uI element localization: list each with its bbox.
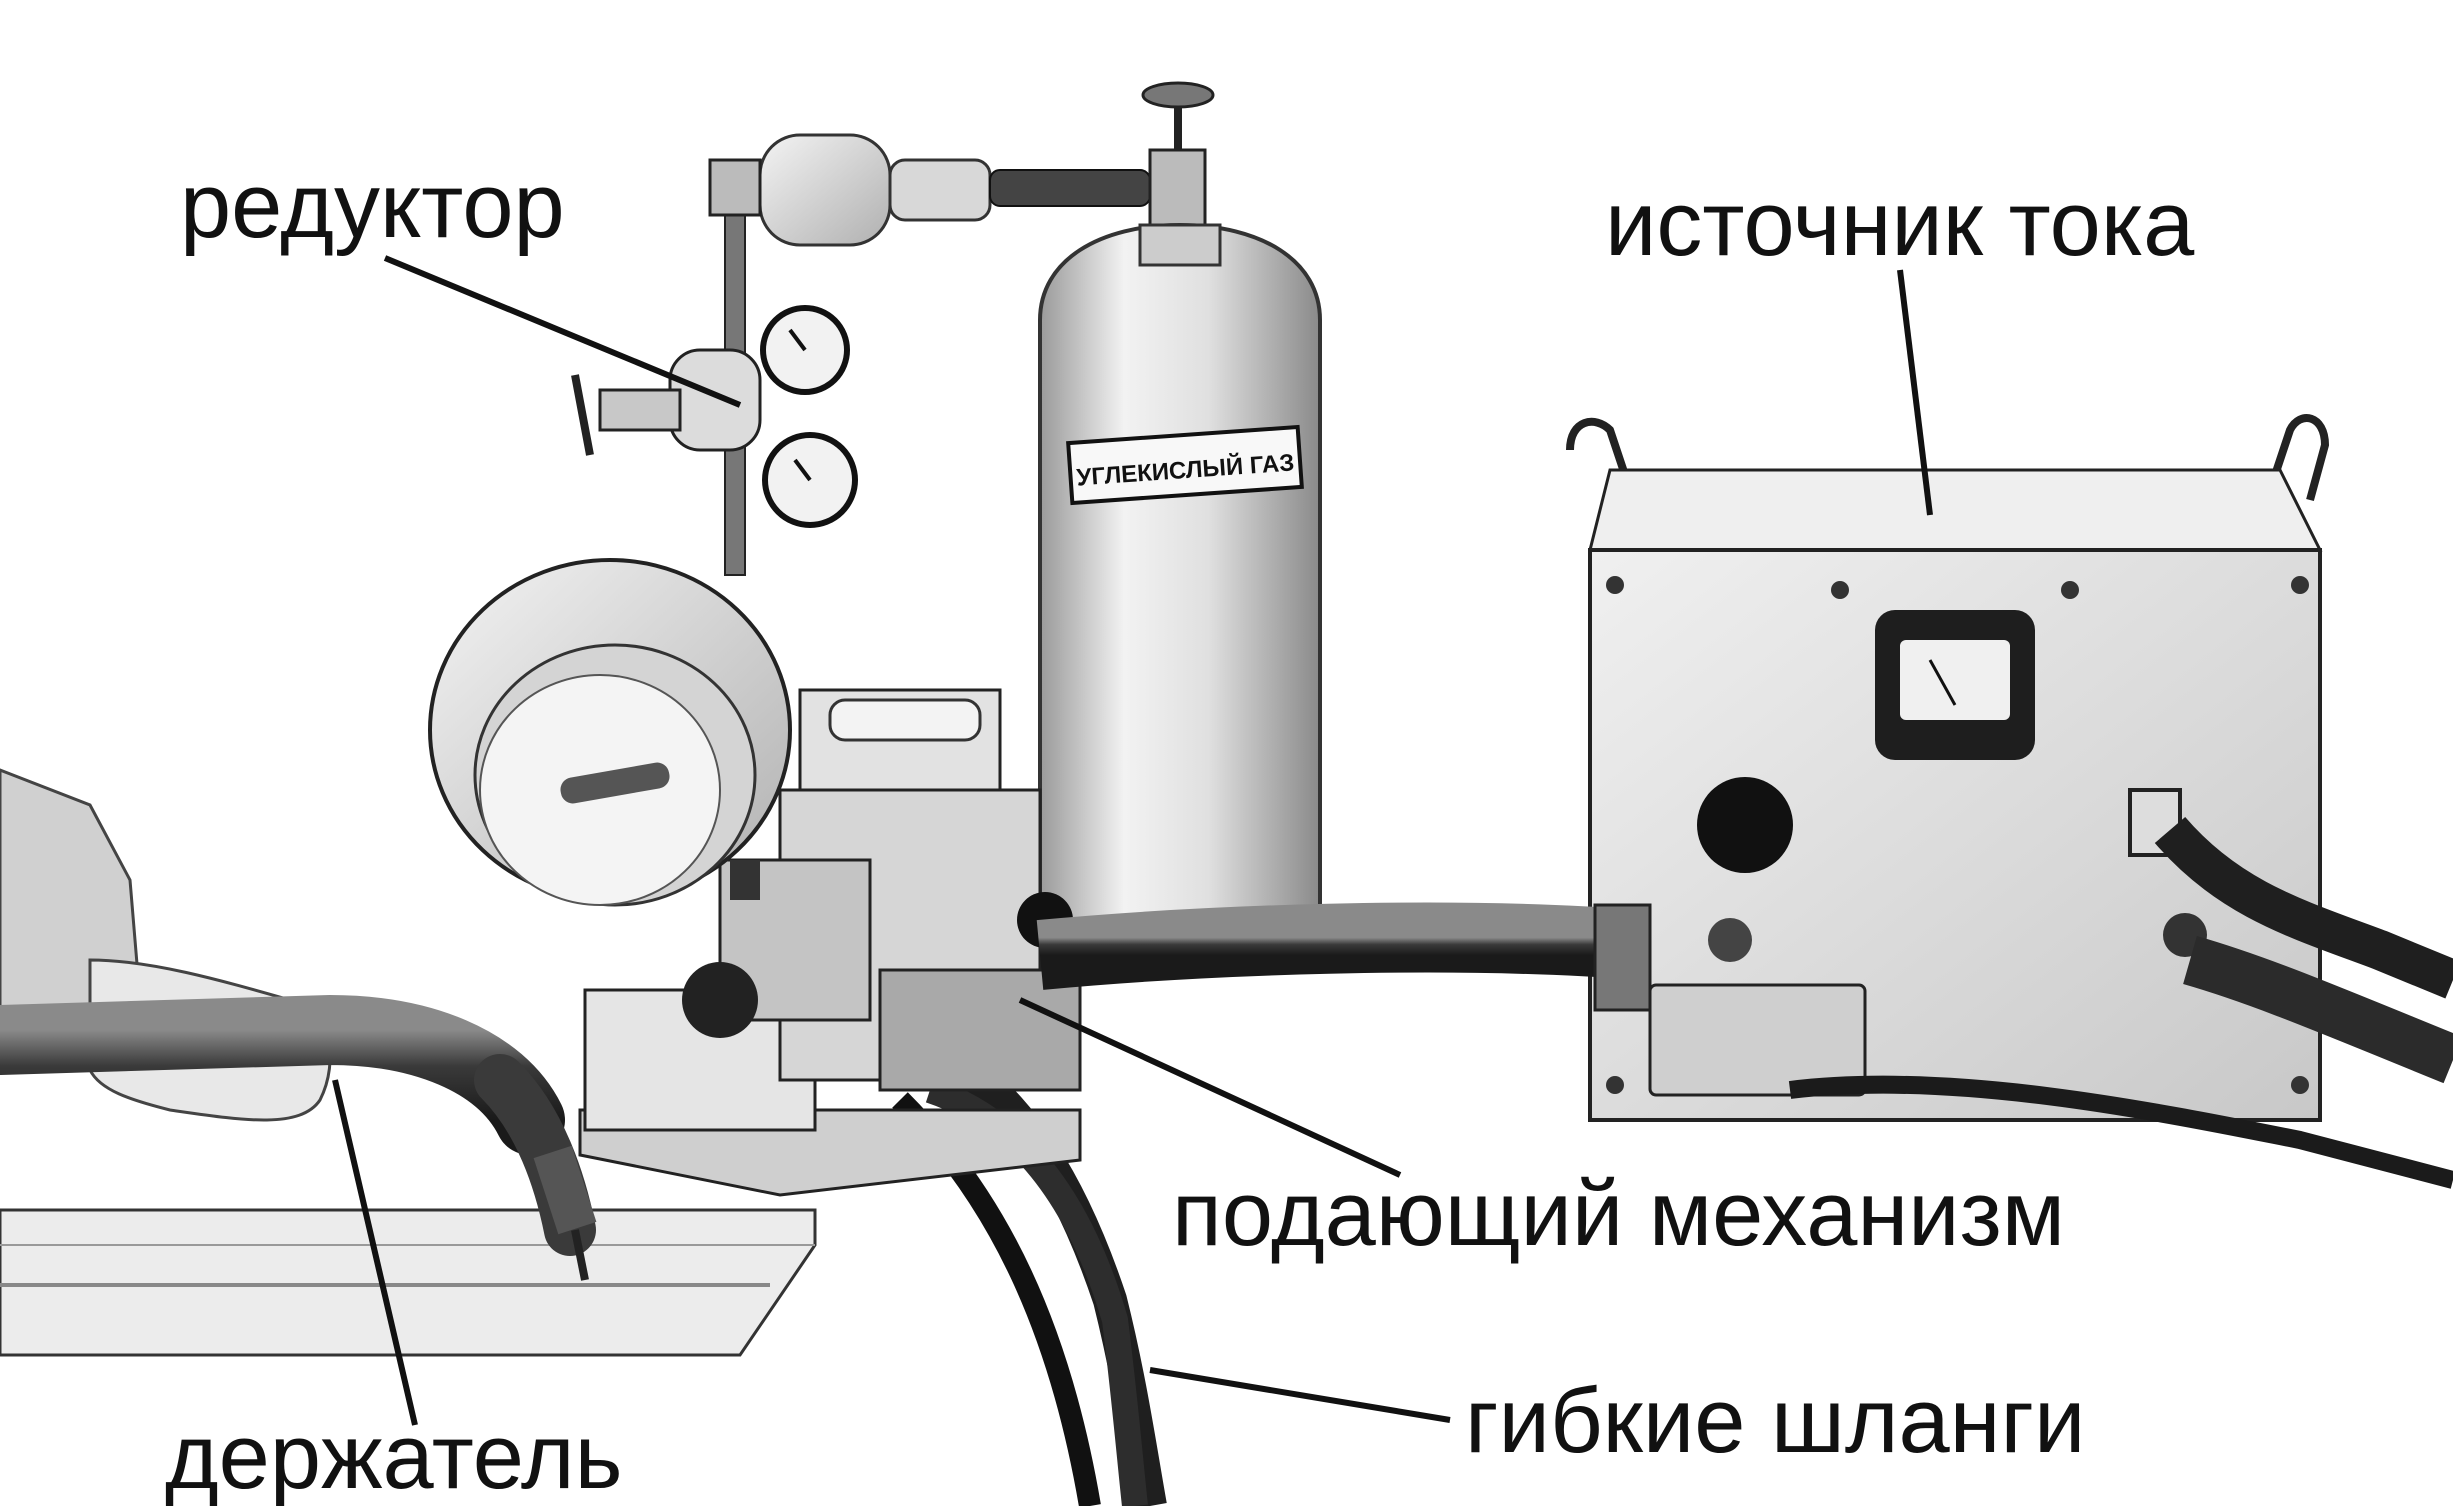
leader-lines [332, 255, 1933, 1426]
leader-holder [332, 1079, 418, 1426]
flexible-hoses [839, 1013, 1167, 1506]
reducer [571, 305, 858, 528]
power-outlet-icon [1697, 777, 1793, 873]
label-holder: держатель [165, 1406, 623, 1506]
leader-power-source [1897, 269, 1933, 516]
main-cable [1036, 816, 2453, 1189]
label-feed-mechanism: подающий механизм [1172, 1163, 2065, 1265]
label-hoses: гибкие шланги [1465, 1370, 2085, 1472]
torch-holder [0, 994, 597, 1281]
adjustment-knob-icon [682, 962, 758, 1038]
leader-hoses [1149, 1367, 1451, 1423]
workpiece-plate [0, 1208, 817, 1357]
leader-feed-mechanism [1018, 997, 1402, 1178]
feed-mechanism [428, 558, 1082, 1197]
leader-reducer [383, 255, 742, 408]
label-power-source: источник тока [1605, 173, 2195, 275]
gas-cylinder: УГЛЕКИСЛЫЙ ГАЗ [1038, 222, 1322, 957]
power-source [1566, 414, 2330, 1122]
label-reducer: редуктор [180, 155, 565, 257]
